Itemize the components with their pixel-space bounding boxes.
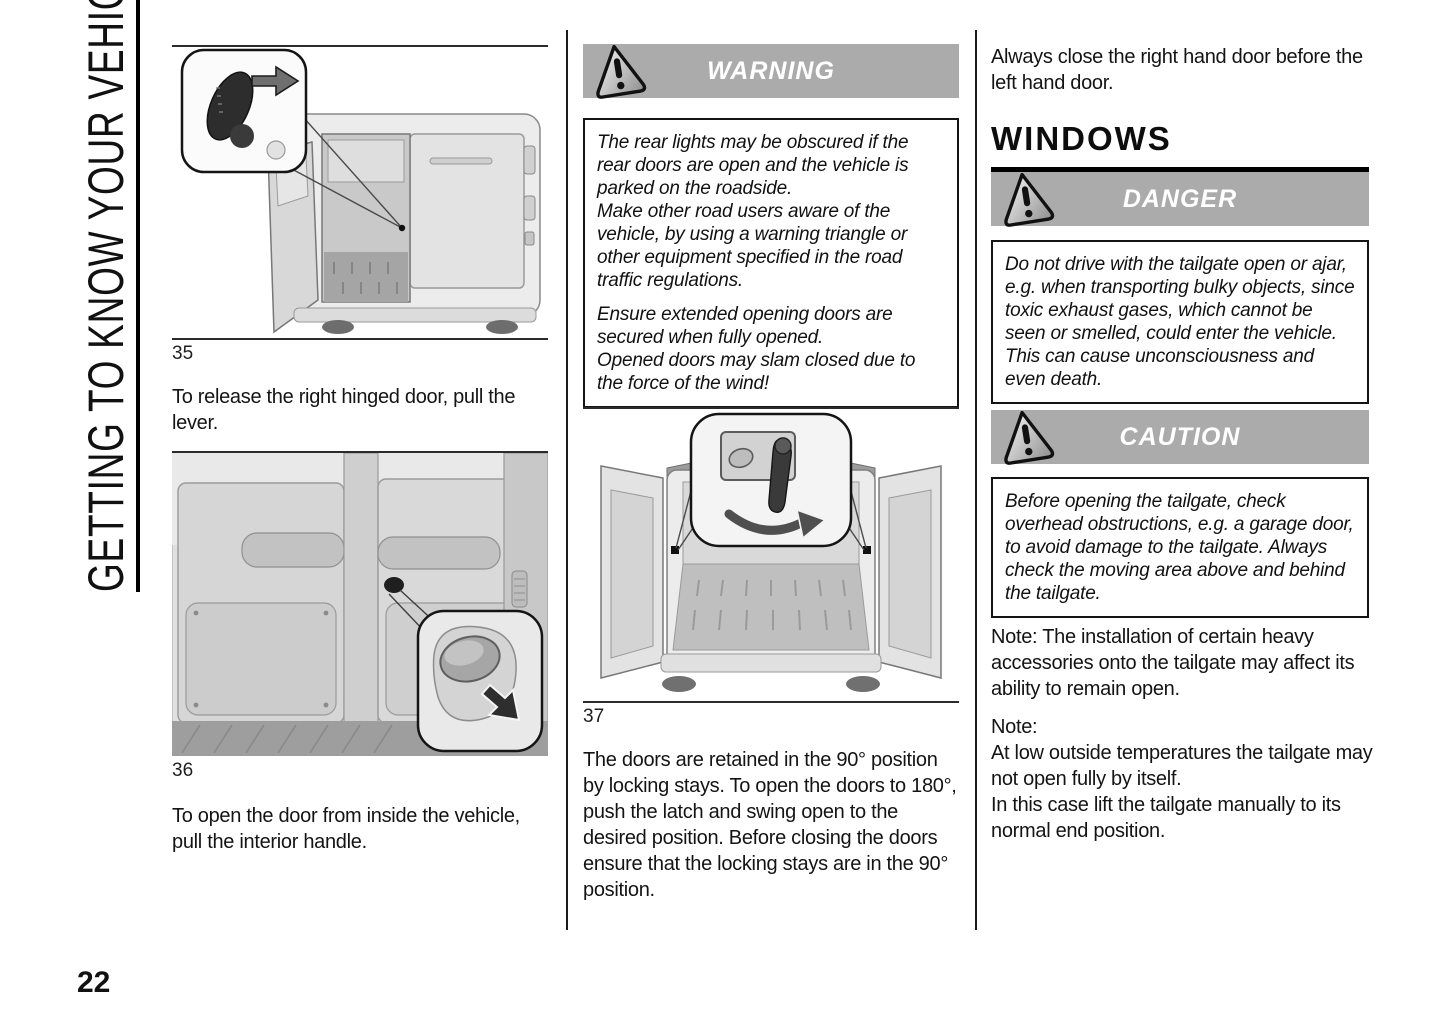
note-line-2: In this case lift the tailgate manually … [991, 794, 1341, 842]
figure-35-top-rule [172, 45, 548, 47]
warning-title: WARNING [707, 56, 835, 85]
figure-36-top-rule [172, 451, 548, 453]
warning-line-1: The rear lights may be obscured if the r… [597, 132, 909, 199]
caution-header: CAUTION [991, 410, 1369, 465]
section-title-vertical: GETTING TO KNOW YOUR VEHICLE [78, 0, 140, 593]
figure-36-label: 36 [172, 760, 194, 781]
figure-37-top-rule [583, 407, 959, 409]
caption-interior-handle: To open the door from inside the vehicle… [172, 805, 520, 853]
danger-title: DANGER [1122, 184, 1238, 213]
locking-stays-paragraph: The doors are retained in the 90° positi… [583, 749, 957, 901]
figure-35-label: 35 [172, 343, 194, 364]
note-label: Note: [991, 716, 1038, 738]
warning-line-3: Ensure extended opening doors are secure… [597, 304, 893, 348]
danger-header: DANGER [991, 172, 1369, 227]
caption-release-door: To release the right hinged door, pull t… [172, 386, 516, 434]
figure-37-bottom-rule [583, 701, 959, 703]
page-number: 22 [77, 966, 111, 999]
warning-header: WARNING [583, 44, 959, 99]
column-divider-left [566, 30, 568, 930]
warning-triangle-icon [588, 39, 652, 103]
caution-text: Before opening the tailgate, check overh… [1005, 491, 1354, 604]
column-divider-right [975, 30, 977, 930]
caution-text-box: Before opening the tailgate, check overh… [991, 477, 1369, 618]
warning-line-4: Opened doors may slam closed due to the … [597, 350, 916, 394]
danger-text-box: Do not drive with the tailgate open or a… [991, 240, 1369, 404]
figure-35-van-rear-door-illustration [172, 48, 548, 341]
caution-triangle-icon [996, 405, 1060, 469]
warning-text-box: The rear lights may be obscured if the r… [583, 118, 959, 408]
caution-title: CAUTION [1119, 422, 1241, 451]
danger-text: Do not drive with the tailgate open or a… [1005, 254, 1355, 390]
close-door-order-paragraph: Always close the right hand door before … [991, 46, 1363, 94]
figure-36-interior-handle-illustration [171, 452, 549, 761]
figure-37-label: 37 [583, 706, 605, 727]
figure-37-locking-stays-illustration [583, 410, 959, 704]
note-low-temperatures: Note: At low outside temperatures the ta… [991, 714, 1373, 844]
figure-35-bottom-rule [172, 338, 548, 340]
danger-triangle-icon [996, 167, 1060, 231]
windows-section-heading: WINDOWS [991, 120, 1369, 172]
warning-line-2: Make other road users aware of the vehic… [597, 201, 908, 291]
note-heavy-accessories: Note: The installation of certain heavy … [991, 626, 1355, 700]
note-line-1: At low outside temperatures the tailgate… [991, 742, 1373, 790]
